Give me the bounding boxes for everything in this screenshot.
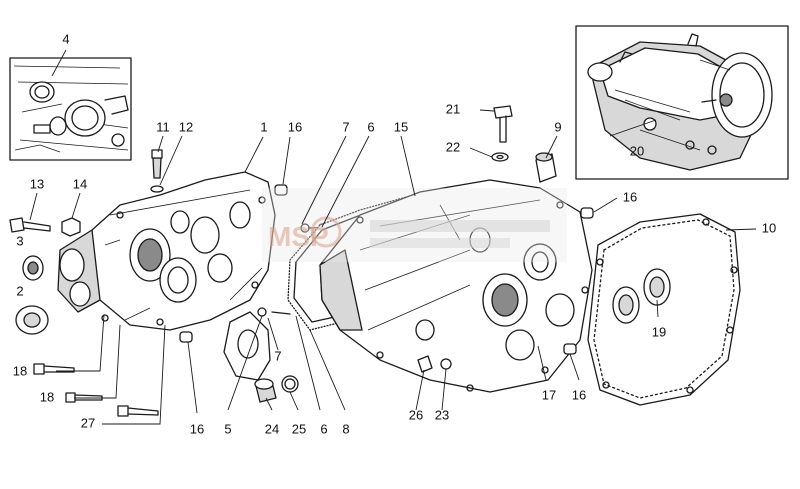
callout-1: 1 [260, 119, 267, 134]
callout-16-d: 16 [572, 387, 586, 402]
callout-18: 18 [40, 389, 54, 404]
callout-17: 17 [542, 387, 556, 402]
callout-6-b: 6 [320, 421, 327, 436]
callout-26: 26 [409, 407, 423, 422]
small-parts-left [9, 149, 288, 417]
callout-9: 9 [554, 119, 561, 134]
callout-11: 11 [156, 119, 170, 134]
callout-7-a: 7 [342, 119, 349, 134]
callout-23-b: 23 [435, 407, 449, 422]
callout-13: 13 [30, 176, 44, 191]
callout-3: 3 [16, 233, 23, 248]
callout-labels: 4 11 12 1 16 13 14 3 2 7 6 15 21 22 9 16… [13, 31, 776, 436]
callout-16-c: 16 [190, 421, 204, 436]
callout-2: 2 [16, 283, 23, 298]
watermark: MSP [262, 188, 567, 262]
inset-assembled-gearbox-21 [575, 25, 789, 180]
callout-6-a: 6 [367, 119, 374, 134]
callout-21: 20 [630, 143, 644, 158]
callout-10: 10 [762, 220, 776, 235]
watermark-text: MSP [268, 221, 329, 252]
inset-detail-4 [9, 57, 132, 161]
leader-lines [29, 49, 757, 425]
small-parts-middle [223, 223, 331, 403]
bearings-20 [612, 268, 671, 324]
callout-4: 4 [62, 31, 69, 46]
callout-8: 8 [342, 421, 349, 436]
callout-14: 14 [73, 176, 87, 191]
callout-19: 18 [13, 363, 27, 378]
callout-12: 12 [179, 119, 193, 134]
callout-20: 19 [652, 324, 666, 339]
gearbox-half-left-1 [57, 171, 276, 331]
callout-25: 25 [292, 421, 306, 436]
callout-5: 5 [224, 421, 231, 436]
callout-24: 24 [265, 421, 279, 436]
callout-22: 21 [446, 101, 460, 116]
cover-gasket-10 [587, 213, 741, 406]
callout-16-b: 16 [623, 189, 637, 204]
callout-27: 27 [81, 415, 95, 430]
callout-16-a: 16 [288, 119, 302, 134]
callout-23-a: 22 [446, 139, 460, 154]
callout-7-b: 7 [274, 348, 281, 363]
callout-15: 15 [394, 119, 408, 134]
